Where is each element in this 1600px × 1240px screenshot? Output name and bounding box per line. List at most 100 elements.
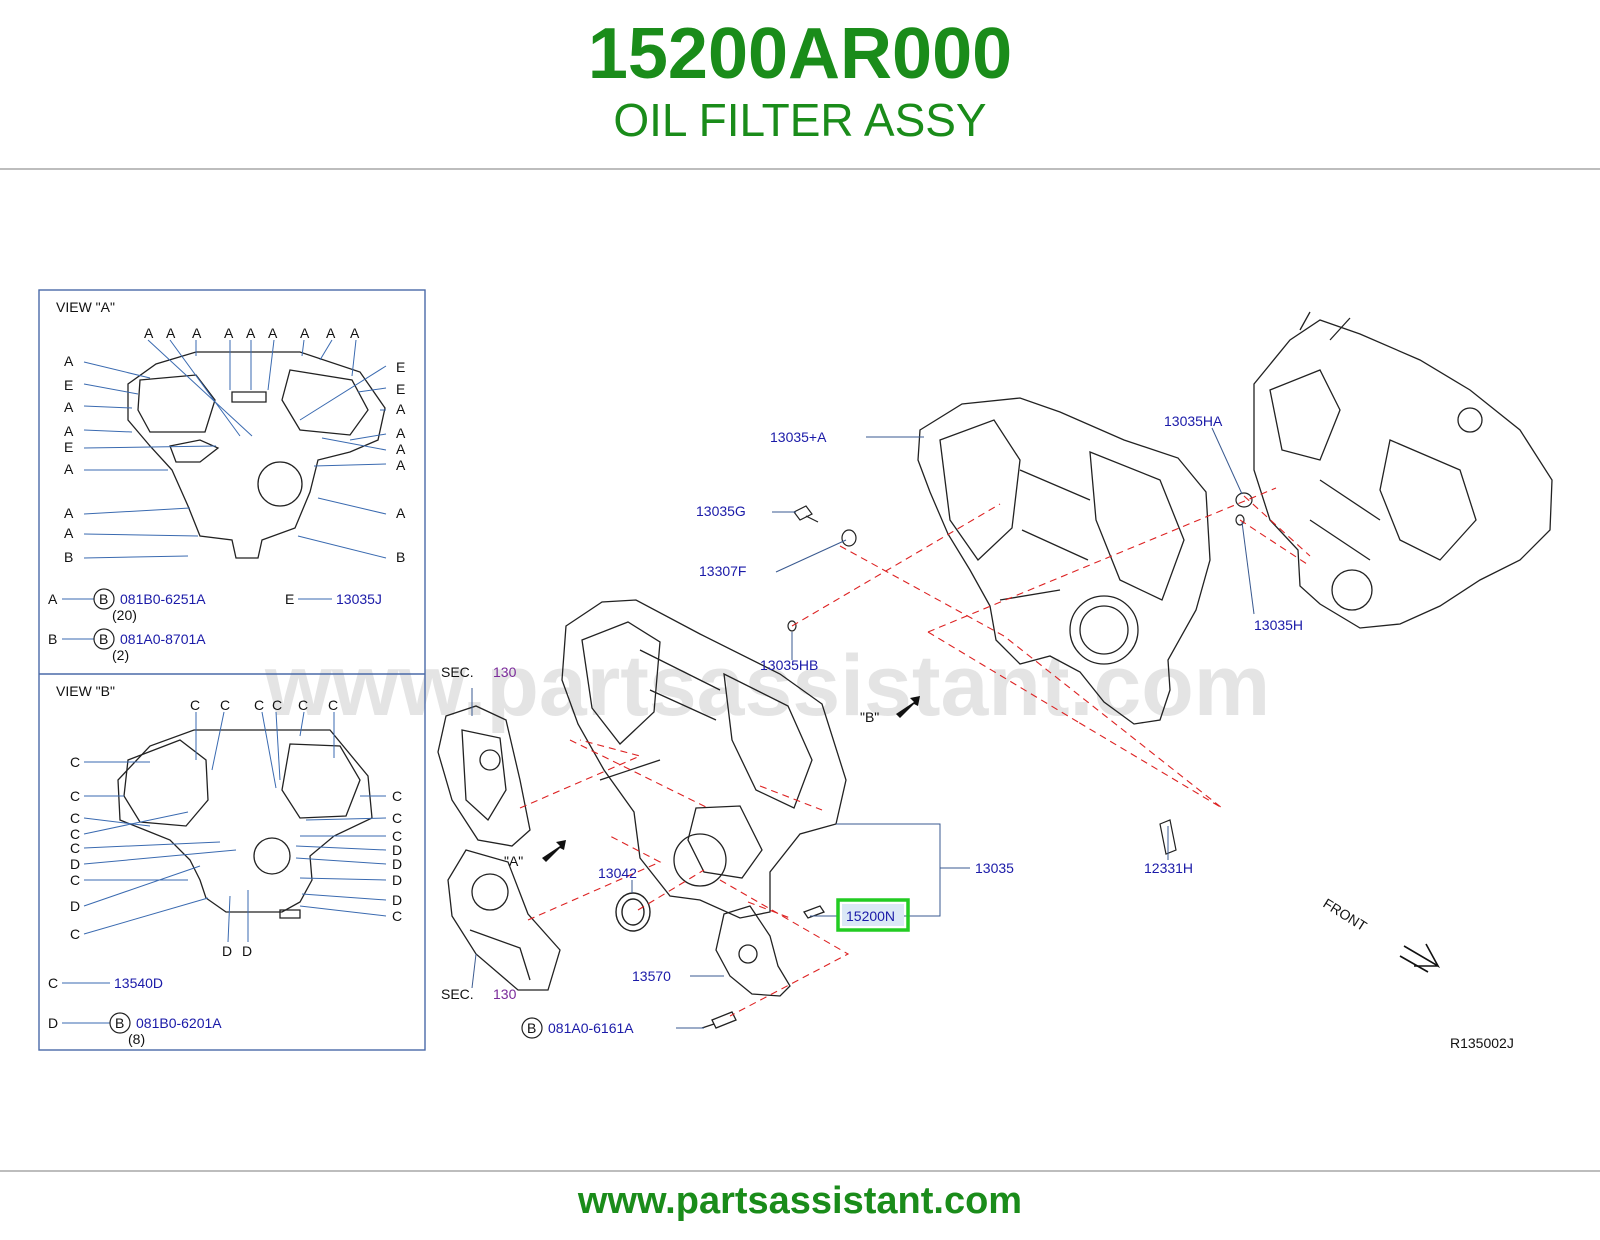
rear-timing-case	[917, 397, 1211, 725]
highlight-15200n	[836, 898, 910, 932]
svg-text:(20): (20)	[112, 607, 137, 623]
oil-filter-stud	[803, 905, 825, 919]
view-a-title: VIEW "A"	[56, 299, 115, 315]
svg-text:A: A	[64, 525, 74, 541]
bolt-symbol-icon	[109, 1012, 131, 1034]
svg-text:B: B	[527, 1020, 536, 1036]
svg-text:E: E	[285, 591, 294, 607]
svg-text:C: C	[254, 697, 264, 713]
svg-text:A: A	[268, 325, 278, 341]
svg-text:A: A	[396, 401, 406, 417]
callout-13035ha: 13035HA	[1164, 413, 1223, 429]
front-arrow-icon	[1399, 943, 1441, 973]
sec-130-upper: SEC. 130	[441, 664, 517, 680]
inset-frame	[38, 289, 426, 1051]
svg-text:081B0-6251A: 081B0-6251A	[120, 591, 206, 607]
svg-text:C: C	[70, 754, 80, 770]
svg-text:D: D	[392, 856, 402, 872]
view-b-arrow-label: "B"	[860, 709, 879, 725]
sec-130-lower: SEC. 130	[441, 986, 517, 1002]
svg-text:13540D: 13540D	[114, 975, 163, 991]
svg-text:D: D	[70, 856, 80, 872]
svg-text:C: C	[392, 810, 402, 826]
svg-text:B: B	[396, 549, 405, 565]
front-timing-cover	[561, 599, 847, 919]
svg-text:B: B	[99, 631, 108, 647]
svg-text:081A0-8701A: 081A0-8701A	[120, 631, 206, 647]
svg-text:A: A	[192, 325, 202, 341]
svg-text:A: A	[396, 457, 406, 473]
diagram-code: R135002J	[1450, 1035, 1514, 1051]
svg-text:C: C	[392, 788, 402, 804]
view-a-leaders	[83, 339, 387, 559]
part-number-title: 15200AR000	[587, 14, 1013, 94]
view-b-legend-c: C 13540D	[48, 975, 163, 991]
svg-text:E: E	[64, 439, 73, 455]
callout-13035h: 13035H	[1254, 617, 1303, 633]
svg-text:D: D	[392, 842, 402, 858]
watermark: www.partsassistant.com	[264, 638, 1270, 734]
callout-13570: 13570	[632, 968, 671, 984]
view-b-arrow-icon	[896, 696, 920, 718]
svg-text:E: E	[396, 381, 405, 397]
oil-pump-cover	[715, 905, 791, 997]
callout-13307f: 13307F	[699, 563, 746, 579]
callout-13035hb: 13035HB	[760, 657, 818, 673]
svg-text:C: C	[70, 872, 80, 888]
view-a-legend-a: A B 081B0-6251A (20)	[48, 588, 206, 623]
svg-text:D: D	[392, 872, 402, 888]
callout-13035-a: 13035+A	[770, 429, 827, 445]
callout-13035g: 13035G	[696, 503, 746, 519]
footer-divider	[0, 1170, 1600, 1172]
svg-text:C: C	[392, 908, 402, 924]
svg-text:C: C	[220, 697, 230, 713]
view-b-leaders	[83, 711, 387, 943]
svg-text:081A0-6161A: 081A0-6161A	[548, 1020, 634, 1036]
header-divider	[0, 168, 1600, 170]
front-oil-seal	[615, 892, 651, 932]
svg-text:SEC.: SEC.	[441, 986, 474, 1002]
svg-text:A: A	[64, 505, 74, 521]
view-a-legend-e: E 13035J	[285, 591, 382, 607]
part-name-subtitle: OIL FILTER ASSY	[613, 94, 987, 146]
svg-text:A: A	[166, 325, 176, 341]
svg-text:C: C	[48, 975, 58, 991]
cover-bolt	[701, 1011, 737, 1029]
svg-text:C: C	[70, 826, 80, 842]
callout-12331h: 12331H	[1144, 860, 1193, 876]
engine-block	[1253, 311, 1553, 629]
footer-url[interactable]: www.partsassistant.com	[577, 1180, 1023, 1222]
bolt-symbol-icon	[93, 628, 115, 650]
svg-text:SEC.: SEC.	[441, 664, 474, 680]
svg-text:13035J: 13035J	[336, 591, 382, 607]
svg-text:A: A	[64, 423, 74, 439]
svg-text:A: A	[326, 325, 336, 341]
svg-text:C: C	[70, 926, 80, 942]
callout-13042: 13042	[598, 865, 637, 881]
svg-text:A: A	[396, 441, 406, 457]
bolt-symbol-icon	[93, 588, 115, 610]
svg-text:C: C	[190, 697, 200, 713]
svg-text:B: B	[48, 631, 57, 647]
view-a-cover-outline	[127, 351, 386, 559]
svg-text:A: A	[224, 325, 234, 341]
svg-text:(8): (8)	[128, 1031, 145, 1047]
svg-text:C: C	[272, 697, 282, 713]
svg-text:081B0-6201A: 081B0-6201A	[136, 1015, 222, 1031]
view-b-cover-outline	[117, 729, 373, 919]
water-pump-upper	[437, 705, 531, 847]
highlight-15200n-fill	[842, 904, 904, 926]
svg-text:C: C	[392, 828, 402, 844]
svg-text:D: D	[242, 943, 252, 959]
svg-text:A: A	[64, 461, 74, 477]
view-a-arrow-icon	[542, 840, 566, 862]
svg-text:C: C	[298, 697, 308, 713]
svg-text:C: C	[328, 697, 338, 713]
bolt-symbol-icon	[521, 1017, 543, 1039]
callout-leaders	[471, 427, 1255, 1029]
svg-text:B: B	[115, 1015, 124, 1031]
svg-text:C: C	[70, 788, 80, 804]
